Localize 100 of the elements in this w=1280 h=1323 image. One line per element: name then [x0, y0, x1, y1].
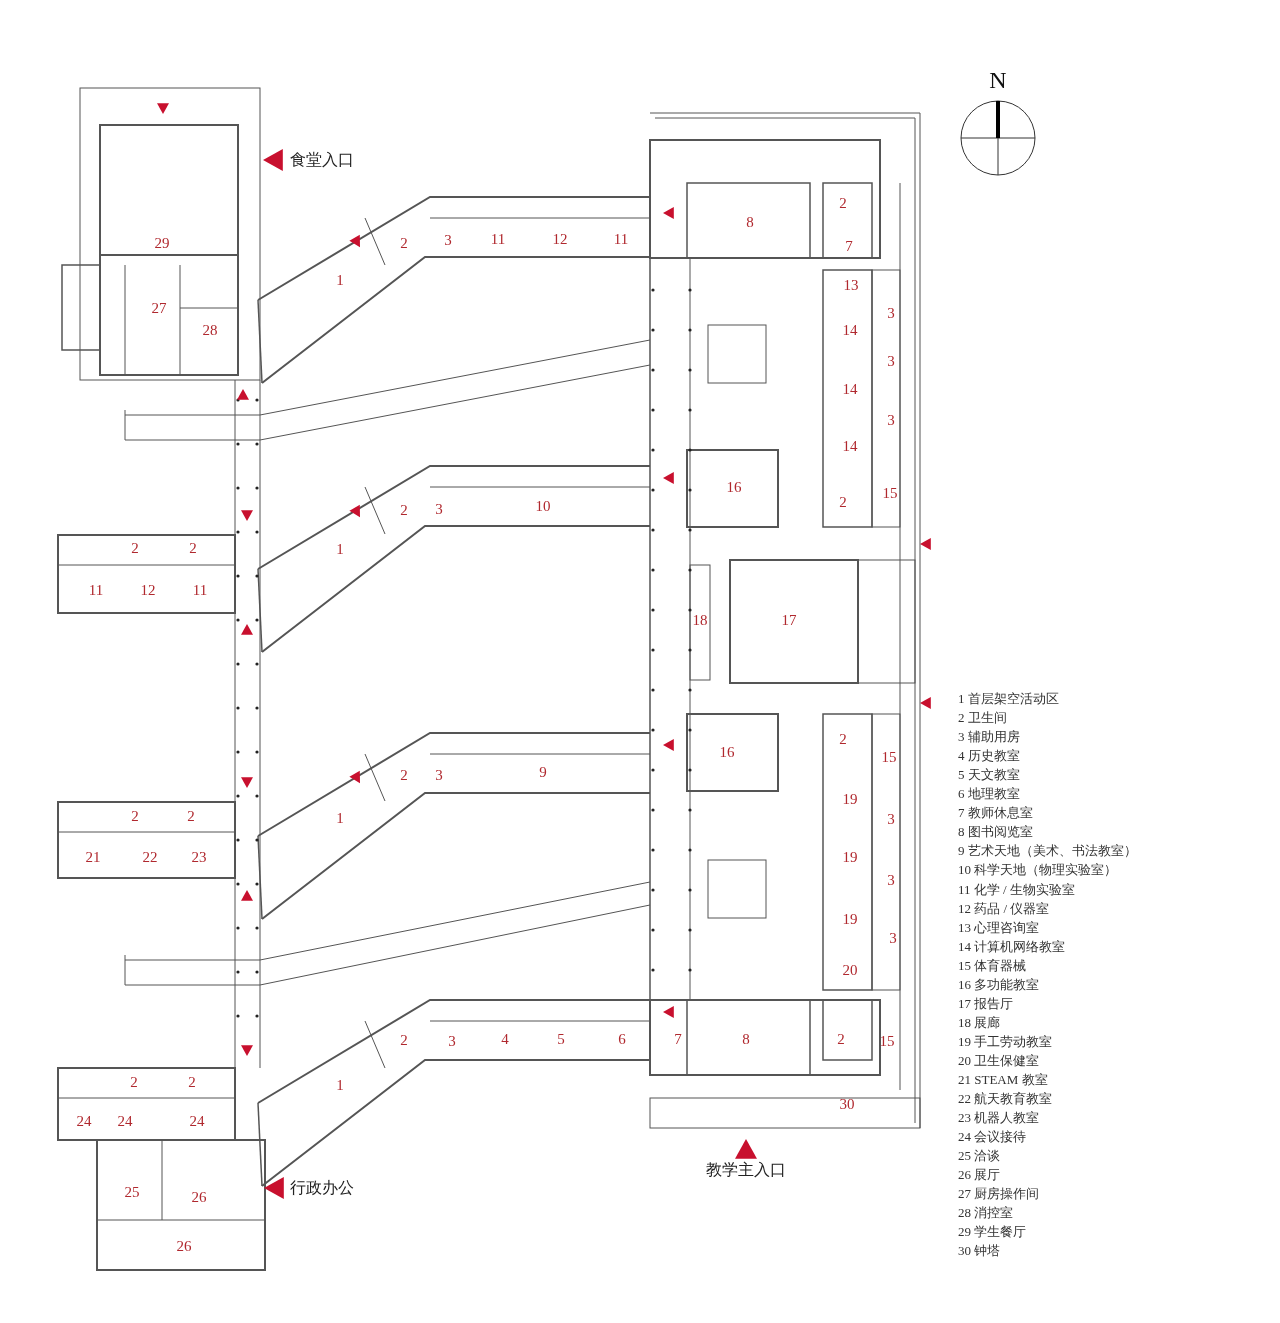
room-number: 3 [435, 501, 443, 517]
room-number: 14 [842, 438, 858, 454]
room-number: 3 [887, 305, 895, 321]
room-number: 2 [131, 540, 139, 556]
room-key-entry: 10 科学天地（物理实验室） [958, 863, 1118, 877]
room-number: 11 [88, 582, 104, 598]
room-number: 8 [742, 1031, 750, 1047]
room-number: 3 [889, 930, 897, 946]
room-number: 14 [842, 381, 858, 397]
entrance-label: 行政办公 [290, 1180, 354, 1196]
room-number: 3 [887, 412, 895, 428]
room-key-entry: 11 化学 / 生物实验室 [958, 882, 1075, 896]
room-key-entry: 28 消控室 [958, 1206, 1014, 1220]
room-number: 3 [444, 232, 452, 248]
room-key-entry: 16 多功能教室 [958, 977, 1040, 991]
room-number: 3 [887, 872, 895, 888]
room-key-entry: 29 学生餐厅 [958, 1225, 1027, 1239]
room-number: 20 [842, 962, 858, 978]
room-number: 2 [189, 540, 197, 556]
room-number: 29 [154, 235, 170, 251]
room-number: 25 [124, 1184, 140, 1200]
room-number: 2 [188, 1074, 196, 1090]
room-number: 10 [535, 498, 551, 514]
room-key-entry: 30 钟塔 [958, 1244, 1001, 1258]
room-number: 5 [557, 1031, 565, 1047]
room-number: 21 [85, 849, 101, 865]
room-number: 3 [435, 767, 443, 783]
room-number: 26 [191, 1189, 207, 1205]
room-key-entry: 1 首层架空活动区 [958, 692, 1059, 705]
room-number: 19 [842, 911, 858, 927]
room-number: 23 [191, 849, 207, 865]
room-key-entry: 19 手工劳动教室 [958, 1034, 1053, 1048]
room-number: 2 [400, 235, 408, 251]
room-key-entry: 14 计算机网络教室 [958, 939, 1066, 953]
room-number: 22 [142, 849, 158, 865]
room-number: 16 [719, 744, 735, 760]
room-number: 11 [490, 231, 506, 247]
room-number: 6 [618, 1031, 626, 1047]
room-number: 24 [189, 1113, 205, 1129]
room-number: 2 [839, 494, 847, 510]
room-number: 26 [176, 1238, 192, 1254]
room-key-entry: 3 辅助用房 [958, 730, 1020, 744]
room-number: 18 [692, 612, 708, 628]
room-number: 1 [336, 1077, 344, 1093]
room-number: 2 [400, 767, 408, 783]
room-key-entry: 5 天文教室 [958, 768, 1020, 782]
room-key-entry: 17 报告厅 [958, 996, 1014, 1010]
room-number: 8 [746, 214, 754, 230]
room-number: 9 [539, 764, 547, 780]
room-key-entry: 8 图书阅览室 [958, 825, 1033, 839]
room-number: 3 [887, 811, 895, 827]
room-key-entry: 22 航天教育教室 [958, 1092, 1053, 1106]
room-number: 12 [140, 582, 156, 598]
room-number: 2 [837, 1031, 845, 1047]
room-key-entry: 18 展廊 [958, 1015, 1001, 1029]
room-key-entry: 12 药品 / 仪器室 [958, 901, 1050, 915]
room-number: 2 [400, 502, 408, 518]
room-number: 3 [887, 353, 895, 369]
room-number: 2 [839, 731, 847, 747]
room-number: 1 [336, 272, 344, 288]
entrance-label: 教学主入口 [706, 1162, 786, 1178]
room-key-entry: 13 心理咨询室 [958, 920, 1040, 934]
room-number: 1 [336, 541, 344, 557]
room-number: 19 [842, 791, 858, 807]
room-key-entry: 26 展厅 [958, 1168, 1001, 1182]
room-key-entry: 2 卫生间 [958, 711, 1007, 725]
room-key-entry: 4 历史教室 [958, 749, 1020, 763]
room-key-entry: 23 机器人教室 [958, 1111, 1040, 1125]
room-number: 1 [336, 810, 344, 826]
room-number: 7 [674, 1031, 682, 1047]
north-label: N [989, 68, 1007, 92]
room-number: 2 [839, 195, 847, 211]
room-number: 2 [131, 808, 139, 824]
room-number: 3 [448, 1033, 456, 1049]
room-number: 13 [843, 277, 859, 293]
room-number: 7 [845, 238, 853, 254]
room-key-entry: 21 STEAM 教室 [958, 1073, 1048, 1086]
room-number: 11 [613, 231, 629, 247]
room-number: 17 [781, 612, 797, 628]
room-key-entry: 25 洽谈 [958, 1149, 1001, 1163]
entrance-label: 食堂入口 [290, 152, 354, 168]
room-number: 11 [192, 582, 208, 598]
room-number: 27 [151, 300, 167, 316]
room-number: 15 [881, 749, 897, 765]
room-key-entry: 15 体育器械 [958, 958, 1027, 972]
room-number: 2 [130, 1074, 138, 1090]
room-number: 24 [117, 1113, 133, 1129]
room-number: 15 [879, 1033, 895, 1049]
room-key-entry: 20 卫生保健室 [958, 1053, 1040, 1067]
room-number: 2 [400, 1032, 408, 1048]
room-number: 16 [726, 479, 742, 495]
room-number: 30 [839, 1096, 855, 1112]
room-key-entry: 9 艺术天地（美术、书法教室） [958, 844, 1137, 858]
room-number: 12 [552, 231, 568, 247]
room-key-entry: 6 地理教室 [958, 787, 1020, 801]
room-number: 4 [501, 1031, 509, 1047]
room-number: 2 [187, 808, 195, 824]
room-number: 24 [76, 1113, 92, 1129]
room-number: 19 [842, 849, 858, 865]
room-number: 15 [882, 485, 898, 501]
